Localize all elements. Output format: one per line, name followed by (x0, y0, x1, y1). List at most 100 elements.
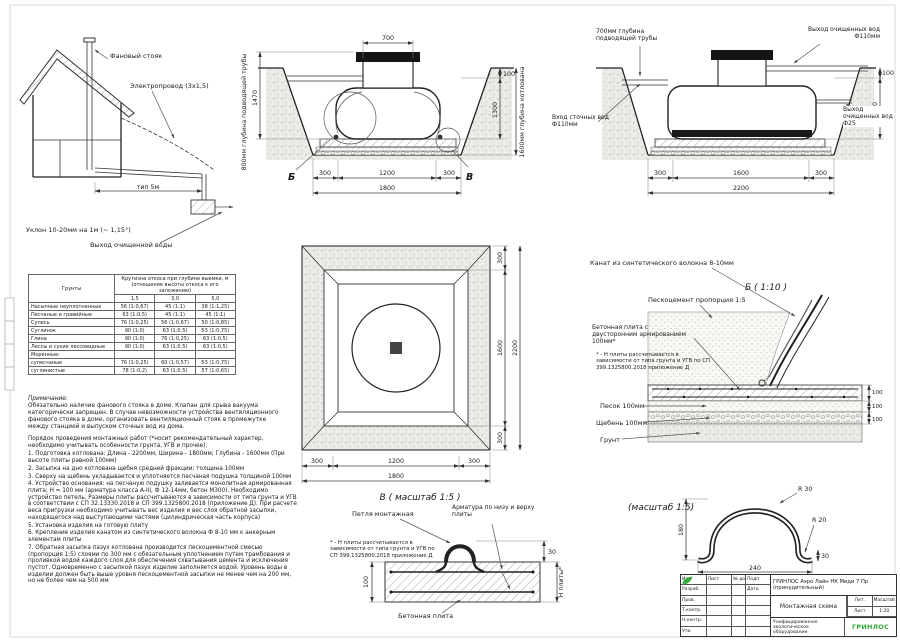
title-block: Изм. Лист № докум. Подп. Разраб.Дата Про… (680, 574, 897, 637)
soil-table-row: Супесь 76 (1:0,25) 56 (1:0,67) 50 (1:0,8… (28, 318, 237, 327)
dim-loop-30: 30 (821, 553, 829, 560)
depth-header-50: 5,0 (194, 294, 237, 303)
greenlos-logo: ГРИНЛОС (682, 576, 896, 636)
loop-shape (709, 508, 801, 551)
soil-table-row: Насыпные неуплотненные 56 (1:0,67) 45 (1… (28, 302, 237, 311)
soil-label: Грунт (600, 436, 620, 444)
dim-300a: 300 (319, 170, 331, 177)
loop-label: Петля монтажная (352, 510, 414, 518)
slab-label: Бетонная плита (398, 612, 453, 620)
instruction-item: 6. Крепление изделия канатом из синтетич… (28, 530, 276, 544)
tank-neck (362, 59, 414, 89)
marker-v: В (466, 172, 473, 183)
instructions-title: Порядок проведения монтажных работ (*нос… (28, 436, 264, 449)
dim-plan-b300a: 300 (311, 458, 323, 465)
dim-1300-right: 1300 (492, 102, 499, 118)
tank-lid (356, 52, 420, 62)
instruction-item: 1. Подготовка котлована: Длина - 2200мм;… (28, 451, 285, 465)
soil-col-header: Грунты (28, 274, 115, 303)
ground-left (266, 68, 313, 160)
note-block: Примечание: Обязательно наличие фанового… (28, 396, 284, 431)
sand-label: Песок 100мм (600, 402, 645, 410)
sheet-label: Лист (847, 606, 872, 617)
dim-plan-r300b: 300 (497, 432, 504, 444)
dim-700: 700 (382, 35, 394, 42)
org-name: Унифицированное экологическое оборудован… (773, 619, 818, 635)
instructions-list: 1. Подготовка котлована: Длина - 2200мм;… (28, 451, 298, 585)
slope-label: Уклон 10-20мм на 1м (~ 1,15°) (26, 226, 131, 234)
mix-label: Пескоцемент пропорция 1:5 (648, 296, 746, 304)
tb-utv: Утв. (681, 626, 707, 636)
outlet-110-label: Выход очищенных вод Ф110мм (808, 26, 880, 41)
dim-180: 180 (678, 524, 685, 536)
soil-table-row: Лессы и сухие лессовидные 90 (1:0) 63 (1… (28, 342, 237, 351)
pit-depth-label: 1600мм глубина котлована (518, 66, 526, 157)
tb-doc: № докум. (732, 575, 746, 585)
electric-cable-line (120, 117, 215, 171)
depth-header-15: 1,5 (113, 294, 156, 303)
detail-v-view: В ( масштаб 1:5 ) Петля монтажная Бетонн… (352, 493, 565, 620)
soil-table-row: супесчаные 76 (1:0,25) 60 (1:0,57) 53 (1… (28, 358, 237, 367)
scale-value: 1:20 (871, 606, 896, 617)
detail-slab (647, 384, 863, 402)
dim-b-100c: 100 (872, 417, 883, 423)
instruction-item: 7. Обратная засыпка пазух котлована прои… (28, 544, 292, 585)
leaf-icon (682, 576, 693, 585)
tb-podp: Подп. (747, 577, 761, 583)
tb-data: Дата (747, 587, 759, 593)
slab-plan (337, 283, 455, 413)
anchor-loop (758, 379, 766, 387)
inlet-110-label: Вход сточных вод Ф110мм (552, 114, 609, 129)
tb-razrab: Разраб. (681, 585, 707, 595)
dim-300b: 300 (443, 170, 455, 177)
logo-text: ГРИНЛОС (852, 623, 889, 631)
product-name: ГРИНЛОС Аэро Лайн НК Миди 7 Пр (принудит… (771, 575, 896, 596)
concrete-slab-long (654, 138, 826, 148)
dim-r30: R 30 (798, 486, 812, 493)
slab-section (384, 561, 541, 603)
pipe-depth-label-long: 700мм глубина подводящей трубы (596, 28, 658, 43)
water-out-label: Выход очищенной воды (90, 241, 172, 249)
dim-1200: 1200 (379, 170, 395, 177)
soil-table-row: Суглинок 90 (1:0) 63 (1:0,5) 53 (1:0,75) (28, 326, 237, 335)
loop-detail-title: (масштаб 1:5) (628, 503, 694, 513)
detail-sand (647, 400, 863, 413)
dim-r20: R 20 (812, 517, 826, 524)
dim-240: 240 (749, 565, 761, 572)
dim-1600: 1600 (733, 170, 749, 177)
loop-detail-view: (масштаб 1:5) R 30 R 20 180 240 30 (628, 486, 829, 576)
dim-300d: 300 (815, 170, 827, 177)
mounting-loop (444, 544, 476, 563)
dim-b-100a: 100 (872, 390, 883, 396)
slab-reinforced-label: Бетонная плита с двусторонним армировани… (592, 324, 687, 346)
dim-1470: 1470 (252, 90, 259, 106)
sand-layer (315, 146, 459, 152)
tb-tkontr: Т.контр. (681, 605, 707, 616)
rope-label: Канат из синтетического волокна 8-10мм (590, 259, 734, 267)
dim-plan-1800: 1800 (388, 473, 404, 480)
concrete-slab (319, 138, 457, 148)
tank-skid (672, 130, 812, 137)
dim-1800: 1800 (379, 185, 395, 192)
detail-callout-v (435, 127, 461, 153)
anchor-rope-right (413, 91, 441, 134)
plan-view: 300 1600 300 2200 300 1200 300 1800 (301, 245, 522, 484)
dim-plan-b300b: 300 (468, 458, 480, 465)
backfill-region (647, 311, 791, 386)
soil-table-row: суглинистые 78 (1:0,2) 63 (1:0,5) 57 (1:… (28, 366, 237, 375)
soil-table: Грунты Крутизна откоса при глубине выемк… (28, 274, 237, 375)
detail-soil (647, 423, 863, 443)
dim-plan-r300a: 300 (497, 252, 504, 264)
tb-nkontr: Н.контр. (681, 616, 707, 626)
outlet-25-label: Выход очищенных вод Ф25 (843, 106, 893, 128)
dim-v-30: 30 (548, 549, 556, 556)
depth-header-30: 3,0 (154, 294, 196, 303)
sheet-frame (4, 4, 896, 638)
dim-100-right: 100 (503, 71, 515, 78)
pipe-run-label: тип 5м (137, 184, 160, 191)
gravel-label: Щебень 100мм (596, 419, 648, 427)
tank-lid-long (711, 50, 773, 60)
note-body: Обязательно наличие фанового стояка в до… (28, 402, 279, 430)
